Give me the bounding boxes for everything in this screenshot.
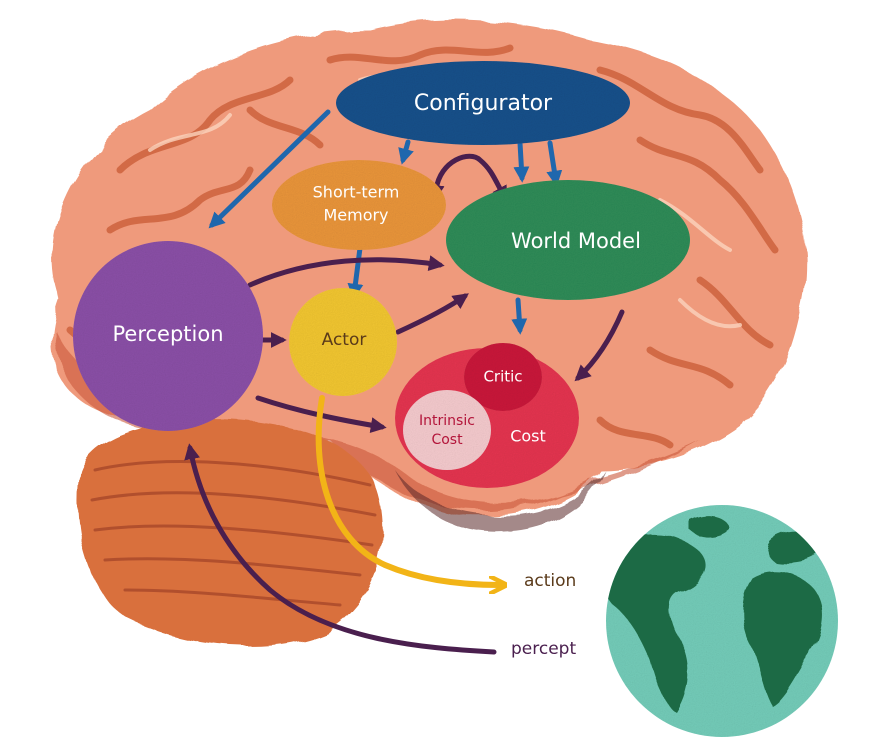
arrow-world-model-to-critic [574,309,625,382]
globe-continent-africa [742,571,823,706]
arrow-actor-to-world-model [395,293,469,335]
actor-module: Actor [289,288,397,396]
intrinsic-cost-label-line1: Intrinsic [419,413,475,429]
perception-module: Perception [73,241,263,431]
percept-arrow [184,443,497,655]
intrinsic-cost-label-line2: Cost [431,432,463,448]
configurator-module: Configurator [336,61,630,145]
critic-label: Critic [483,368,522,386]
actor-label: Actor [322,330,367,350]
world-model-module: World Model [446,180,690,300]
arrow-memory-world-model-exchange [428,153,508,203]
arrow-world-model-to-cost [511,297,528,335]
critic-module: Critic [464,343,542,411]
arrow-configurator-to-perception [208,109,331,229]
globe-continent-americas [606,534,706,712]
cost-label: Cost [510,427,546,446]
earth-globe-icon [606,505,838,737]
cerebellum-folia-lines [90,460,377,607]
arrow-configurator-to-world-model-2 [546,140,563,187]
cerebellum-illustration [77,419,384,647]
short-term-memory-label-line2: Memory [323,206,388,225]
arrow-configurator-to-memory [398,139,414,165]
configurator-arrows [208,109,563,335]
arrow-perception-to-world-model [247,255,445,288]
action-label: action [524,571,576,591]
percept-label: percept [511,639,576,659]
world-model-label: World Model [511,229,641,253]
brainstem-shading [395,470,605,533]
arrow-configurator-to-world-model-1 [513,140,530,183]
intrinsic-cost-module: Intrinsic Cost [403,390,491,470]
arrow-memory-to-actor [347,245,364,300]
globe-continent-greenland [690,515,730,537]
configurator-label: Configurator [414,91,553,116]
action-arrow [315,395,500,585]
perception-label: Perception [112,322,223,346]
short-term-memory-module: Short-term Memory [272,160,446,250]
short-term-memory-label-line1: Short-term [313,183,400,202]
